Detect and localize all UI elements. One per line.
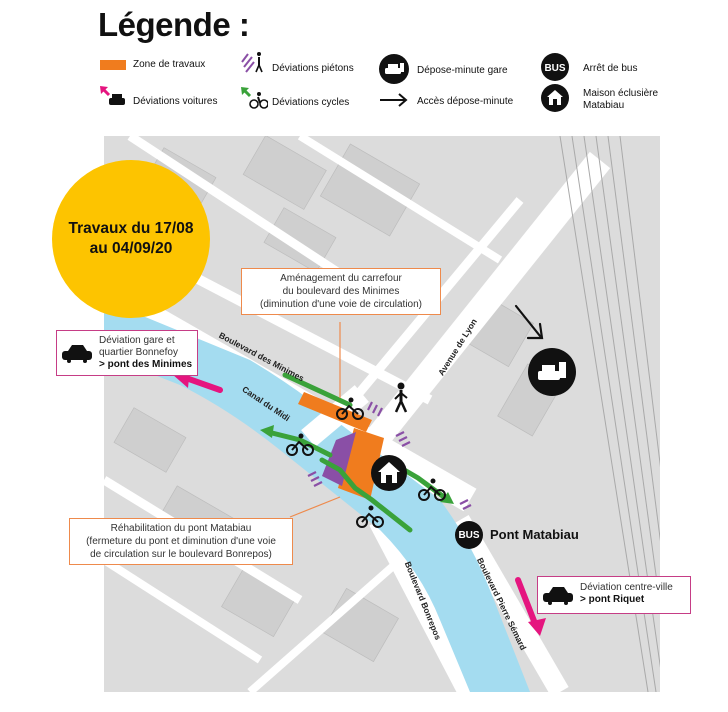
legend-bus-stop: Arrêt de bus — [583, 63, 638, 74]
bus-stop-icon: BUS — [541, 53, 569, 81]
callout-pont-line2: (fermeture du pont et diminution d'une v… — [86, 536, 276, 547]
callout-carrefour-line3: (diminution d'une voie de circulation) — [260, 299, 422, 310]
callout-pont: Réhabilitation du pont Matabiau (fermetu… — [69, 518, 293, 565]
work-zone-swatch — [100, 60, 126, 70]
legend-lock-house-line1: Maison éclusière — [583, 88, 659, 99]
drop-off-access-arrow-icon — [380, 93, 408, 107]
lock-keeper-house-icon — [371, 455, 407, 491]
callout-carrefour-line2: du boulevard des Minimes — [282, 286, 400, 297]
cyclist-icon — [356, 505, 384, 528]
works-dates-badge: Travaux du 17/08 au 04/09/20 — [52, 160, 210, 318]
detour-riquet-line2: > pont Riquet — [580, 594, 645, 605]
legend-cycle-detour: Déviations cycles — [272, 97, 350, 108]
callout-pont-line1: Réhabilitation du pont Matabiau — [110, 523, 252, 534]
badge-line2: au 04/09/20 — [89, 240, 173, 257]
bus-stop-name: Pont Matabiau — [490, 527, 579, 542]
cycle-detour-icon — [241, 87, 268, 109]
lock-keeper-house-icon — [541, 84, 569, 112]
drop-off-station-icon — [528, 348, 576, 396]
legend-lock-house-line2: Matabiau — [583, 100, 625, 111]
callout-carrefour: Aménagement du carrefour du boulevard de… — [241, 268, 441, 315]
car-detour-icon — [100, 86, 125, 105]
detour-box-riquet: Déviation centre-ville > pont Riquet — [537, 576, 691, 614]
detour-box-minimes: Déviation gare et quartier Bonnefoy > po… — [56, 330, 198, 376]
detour-minimes-line2: quartier Bonnefoy — [99, 347, 178, 358]
badge-line1: Travaux du 17/08 — [68, 220, 194, 237]
cyclist-icon — [286, 433, 314, 456]
callout-pont-line3: de circulation sur le boulevard Bonrepos… — [90, 549, 272, 560]
legend-car-detour: Déviations voitures — [133, 96, 218, 107]
detour-minimes-line3: > pont des Minimes — [99, 359, 193, 370]
svg-text:BUS: BUS — [544, 63, 565, 74]
bus-stop-badge-text: BUS — [458, 529, 480, 541]
legend-pedestrian: Déviations piétons — [272, 63, 354, 74]
cyclist-icon — [336, 397, 364, 420]
legend-work-zone: Zone de travaux — [133, 59, 206, 70]
car-icon — [62, 345, 92, 363]
bus-stop-marker: BUS — [455, 521, 483, 549]
legend-drop-off-access: Accès dépose-minute — [417, 96, 514, 107]
legend-title: Légende : — [98, 6, 250, 43]
pedestrian-icon — [394, 382, 408, 413]
pedestrian-detour-icon — [241, 52, 263, 73]
callout-carrefour-line1: Aménagement du carrefour — [280, 273, 402, 284]
detour-riquet-line1: Déviation centre-ville — [580, 582, 673, 593]
drop-off-car-icon — [379, 54, 409, 84]
legend-drop-off: Dépose-minute gare — [417, 65, 508, 76]
cyclist-icon — [418, 478, 446, 501]
car-icon — [543, 587, 573, 605]
detour-minimes-line1: Déviation gare et — [99, 335, 175, 346]
